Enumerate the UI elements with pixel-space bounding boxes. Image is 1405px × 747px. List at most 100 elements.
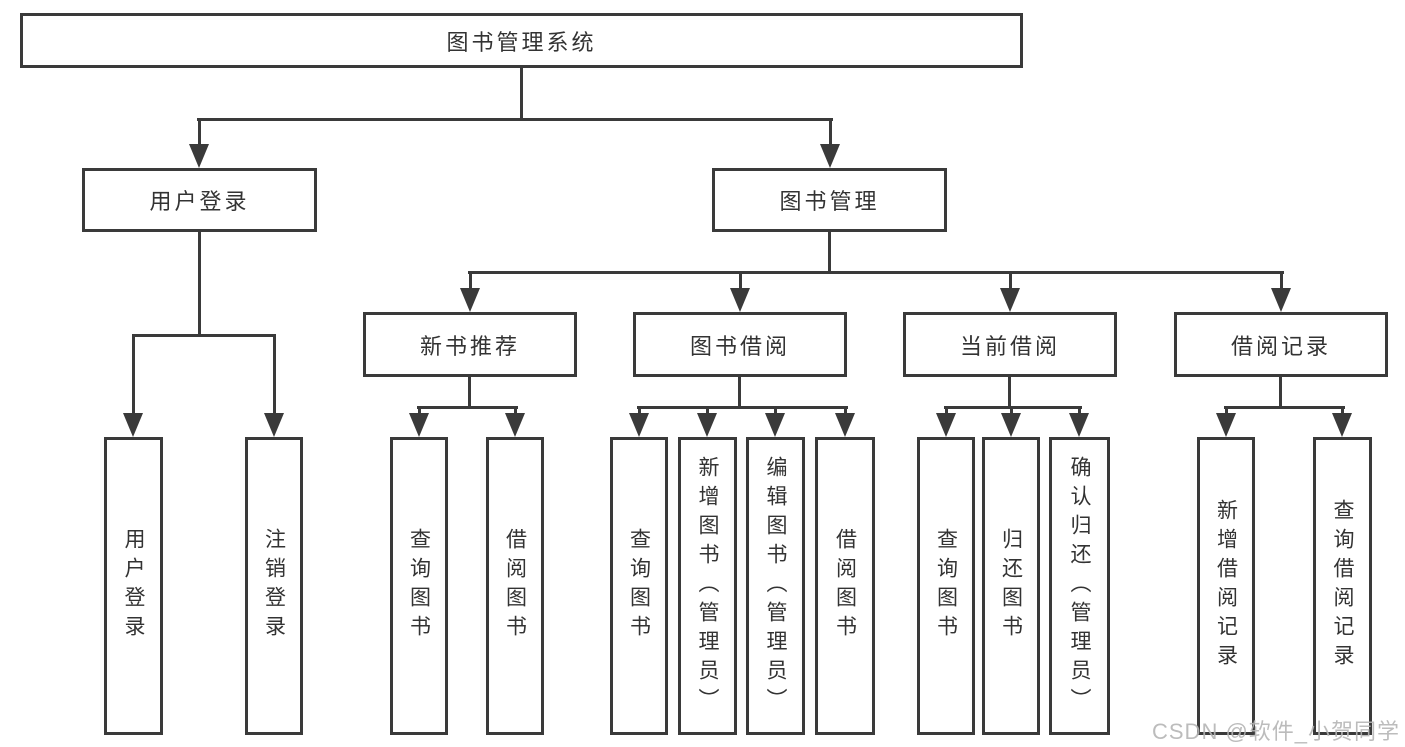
arrow-stem bbox=[131, 334, 135, 417]
node-new-book-recommend: 新书推荐 bbox=[363, 312, 577, 377]
connector-arrow bbox=[1069, 406, 1089, 437]
arrow-stem bbox=[828, 118, 832, 148]
connector-arrow bbox=[189, 118, 209, 168]
node-user-login: 用户登录 bbox=[82, 168, 317, 232]
connector-arrow bbox=[409, 406, 429, 437]
arrow-stem bbox=[272, 334, 276, 417]
connector-arrow bbox=[460, 271, 480, 312]
csdn-watermark: CSDN @软件_小贺同学 bbox=[1152, 719, 1401, 744]
connector-arrow bbox=[1001, 406, 1021, 437]
connector-line bbox=[944, 406, 1082, 409]
node-current-borrow: 当前借阅 bbox=[903, 312, 1117, 377]
leaf-confirm-return-admin-label: 确认归还（管理员） bbox=[1068, 455, 1092, 717]
node-library-system-label: 图书管理系统 bbox=[446, 29, 597, 55]
arrowhead-down-icon bbox=[629, 413, 649, 437]
connector-arrow bbox=[123, 334, 143, 437]
node-new-book-recommend-label: 新书推荐 bbox=[419, 333, 520, 359]
leaf-borrow-books-label: 借阅图书 bbox=[833, 528, 857, 644]
leaf-add-book-admin: 新增图书（管理员） bbox=[678, 437, 737, 735]
arrowhead-down-icon bbox=[697, 413, 717, 437]
arrow-stem bbox=[197, 118, 201, 148]
arrow-stem bbox=[637, 406, 641, 417]
arrow-stem bbox=[1077, 406, 1081, 417]
arrowhead-down-icon bbox=[264, 413, 284, 437]
arrow-stem bbox=[417, 406, 421, 417]
connector-line bbox=[828, 232, 831, 274]
arrow-stem bbox=[1340, 406, 1344, 417]
leaf-query-books: 查询图书 bbox=[610, 437, 668, 735]
connector-arrow bbox=[1271, 271, 1291, 312]
connector-line bbox=[197, 118, 833, 121]
arrowhead-down-icon bbox=[835, 413, 855, 437]
arrow-stem bbox=[705, 406, 709, 417]
leaf-query-borrow-record: 查询借阅记录 bbox=[1313, 437, 1372, 735]
leaf-return-book: 归还图书 bbox=[982, 437, 1040, 735]
connector-line bbox=[468, 271, 1284, 274]
connector-arrow bbox=[264, 334, 284, 437]
arrowhead-down-icon bbox=[936, 413, 956, 437]
connector-line bbox=[417, 406, 518, 409]
connector-line bbox=[1008, 377, 1011, 409]
node-library-system: 图书管理系统 bbox=[20, 13, 1023, 68]
connector-line bbox=[637, 406, 848, 409]
arrowhead-down-icon bbox=[820, 144, 840, 168]
connector-arrow bbox=[505, 406, 525, 437]
arrow-stem bbox=[468, 271, 472, 292]
connector-line bbox=[198, 232, 201, 337]
arrowhead-down-icon bbox=[1001, 413, 1021, 437]
connector-arrow bbox=[835, 406, 855, 437]
connector-line bbox=[738, 377, 741, 409]
arrowhead-down-icon bbox=[1000, 288, 1020, 312]
arrow-stem bbox=[944, 406, 948, 417]
arrow-stem bbox=[1224, 406, 1228, 417]
arrowhead-down-icon bbox=[1271, 288, 1291, 312]
arrowhead-down-icon bbox=[189, 144, 209, 168]
leaf-add-book-admin-label: 新增图书（管理员） bbox=[696, 455, 720, 717]
leaf-user-login-label: 用户登录 bbox=[122, 528, 146, 644]
arrow-stem bbox=[1009, 406, 1013, 417]
connector-arrow bbox=[629, 406, 649, 437]
connector-line bbox=[1279, 377, 1282, 409]
connector-arrow bbox=[1000, 271, 1020, 312]
arrowhead-down-icon bbox=[765, 413, 785, 437]
connector-line bbox=[132, 334, 276, 337]
leaf-query-borrow-record-label: 查询借阅记录 bbox=[1331, 499, 1355, 673]
connector-arrow bbox=[697, 406, 717, 437]
arrowhead-down-icon bbox=[1332, 413, 1352, 437]
arrowhead-down-icon bbox=[505, 413, 525, 437]
node-book-borrow-label: 图书借阅 bbox=[689, 333, 790, 359]
arrow-stem bbox=[1279, 271, 1283, 292]
arrow-stem bbox=[738, 271, 742, 292]
leaf-borrow-books: 借阅图书 bbox=[815, 437, 875, 735]
leaf-edit-book-admin: 编辑图书（管理员） bbox=[746, 437, 805, 735]
leaf-query-books-label: 查询图书 bbox=[627, 528, 651, 644]
node-user-login-label: 用户登录 bbox=[149, 189, 250, 214]
connector-line bbox=[520, 68, 523, 121]
connector-line bbox=[1224, 406, 1345, 409]
leaf-logout-label: 注销登录 bbox=[262, 528, 286, 644]
leaf-logout: 注销登录 bbox=[245, 437, 303, 735]
leaf-query-books: 查询图书 bbox=[917, 437, 975, 735]
arrow-stem bbox=[1008, 271, 1012, 292]
connector-arrow bbox=[765, 406, 785, 437]
node-book-management-label: 图书管理 bbox=[779, 189, 880, 214]
leaf-borrow-books-label: 借阅图书 bbox=[503, 528, 527, 644]
connector-arrow bbox=[820, 118, 840, 168]
leaf-confirm-return-admin: 确认归还（管理员） bbox=[1049, 437, 1110, 735]
node-current-borrow-label: 当前借阅 bbox=[959, 333, 1060, 359]
leaf-edit-book-admin-label: 编辑图书（管理员） bbox=[764, 455, 788, 717]
arrow-stem bbox=[773, 406, 777, 417]
arrowhead-down-icon bbox=[460, 288, 480, 312]
leaf-borrow-books: 借阅图书 bbox=[486, 437, 544, 735]
leaf-add-borrow-record-label: 新增借阅记录 bbox=[1214, 499, 1238, 673]
arrowhead-down-icon bbox=[409, 413, 429, 437]
connector-arrow bbox=[730, 271, 750, 312]
leaf-user-login: 用户登录 bbox=[104, 437, 163, 735]
node-borrow-record: 借阅记录 bbox=[1174, 312, 1388, 377]
node-book-management: 图书管理 bbox=[712, 168, 947, 232]
arrow-stem bbox=[513, 406, 517, 417]
leaf-add-borrow-record: 新增借阅记录 bbox=[1197, 437, 1255, 735]
arrowhead-down-icon bbox=[123, 413, 143, 437]
leaf-query-books: 查询图书 bbox=[390, 437, 448, 735]
